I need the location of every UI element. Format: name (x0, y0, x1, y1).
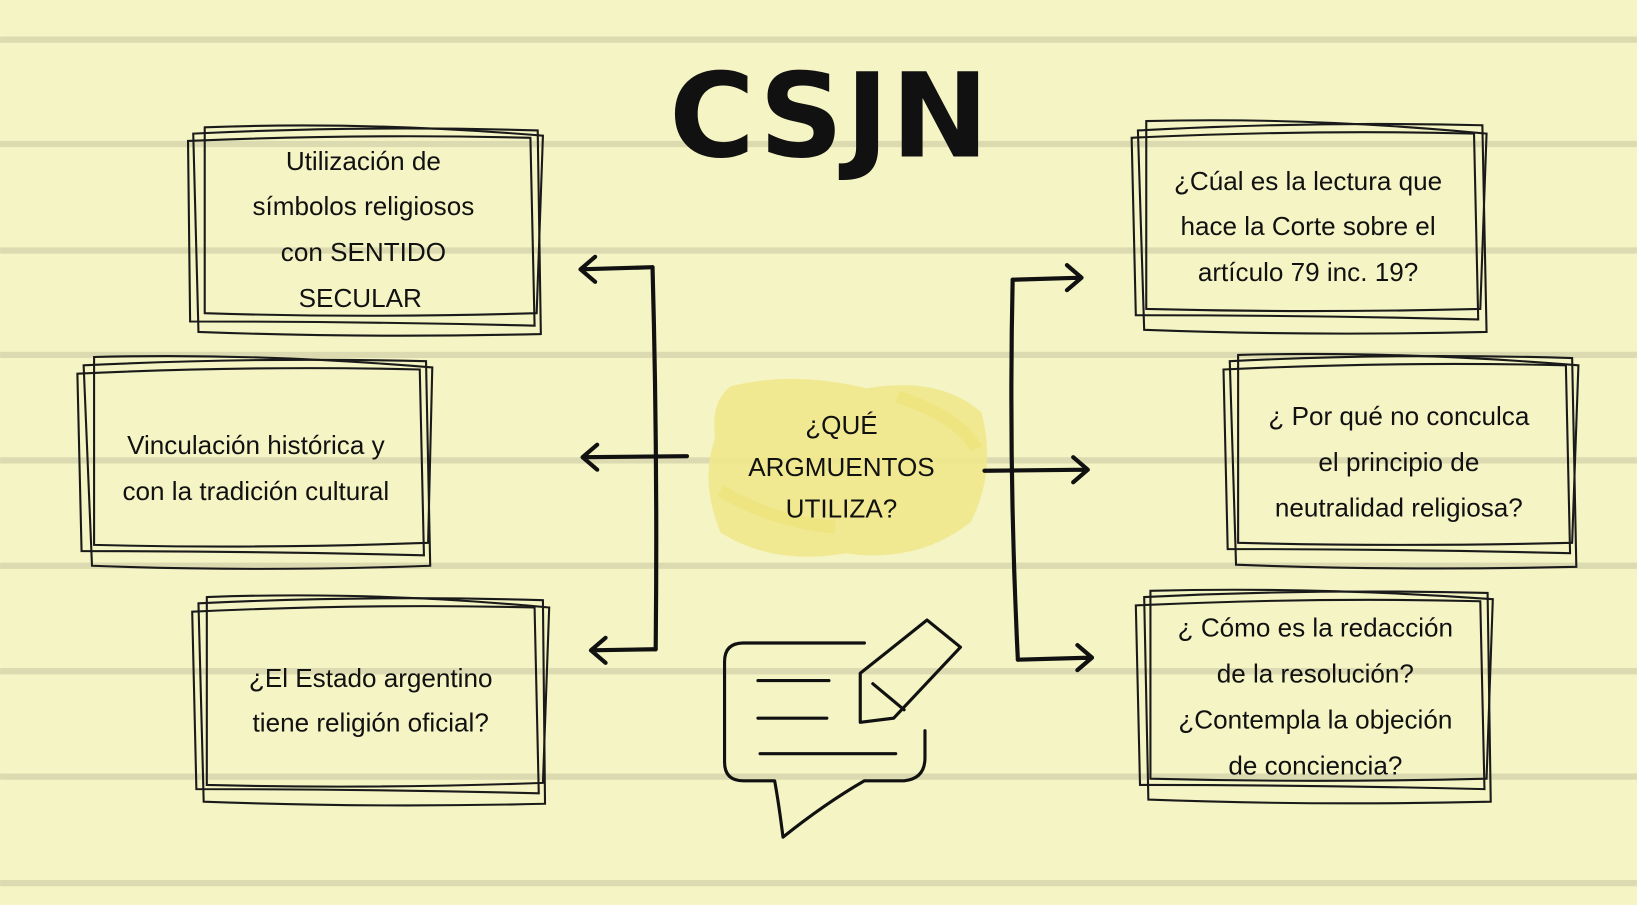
center-highlight (708, 378, 988, 557)
right-box-resolution-wording: ¿ Cómo es la redacción de la resolución?… (1134, 588, 1494, 805)
box-text-line: neutralidad religiosa? (1275, 493, 1523, 523)
box-text-line: ¿El Estado argentino (249, 663, 493, 693)
box-text-line: ¿ Por qué no conculca (1268, 401, 1529, 431)
page-title: CSJN (669, 48, 991, 185)
box-text-line: con la tradición cultural (123, 476, 390, 506)
box-text-line: SECULAR (299, 283, 422, 313)
center-question: ¿QUÉ ARGMUENTOS UTILIZA? (748, 410, 934, 524)
right-connector-arrows (982, 263, 1095, 673)
box-text-line: símbolos religiosos (253, 191, 475, 221)
box-text-line: de conciencia? (1228, 751, 1402, 781)
left-box-official-religion: ¿El Estado argentino tiene religión ofic… (191, 594, 551, 807)
box-text-line: tiene religión oficial? (253, 708, 489, 738)
box-text-line: de la resolución? (1217, 659, 1414, 689)
left-connector-arrows (578, 254, 690, 665)
left-box-secular-symbols: Utilización de símbolos religiosos con S… (186, 124, 545, 337)
box-text-line: ARGMUENTOS (748, 452, 934, 482)
box-text-line: Utilización de (286, 146, 441, 176)
box-text-line: ¿ Cómo es la redacción (1178, 613, 1453, 643)
note-pencil-icon (722, 618, 963, 839)
box-text-line: ¿QUÉ (805, 410, 877, 440)
box-text-line: artículo 79 inc. 19? (1198, 257, 1418, 287)
box-text-line: ¿Cúal es la lectura que (1174, 166, 1442, 196)
box-text-line: el principio de (1318, 447, 1479, 477)
ruled-lines (0, 36, 1637, 887)
box-text-line: UTILIZA? (786, 494, 898, 524)
box-text-line: con SENTIDO (281, 237, 446, 267)
box-text-line: ¿Contempla la objeción (1178, 705, 1452, 735)
box-text-line: hace la Corte sobre el (1180, 211, 1435, 241)
right-box-neutrality: ¿ Por qué no conculca el principio de ne… (1222, 352, 1580, 570)
box-text-line: Vinculación histórica y (127, 430, 385, 460)
right-box-article-reading: ¿Cúal es la lectura que hace la Corte so… (1130, 119, 1488, 335)
left-box-historical-link: Vinculación histórica y con la tradición… (76, 355, 434, 570)
